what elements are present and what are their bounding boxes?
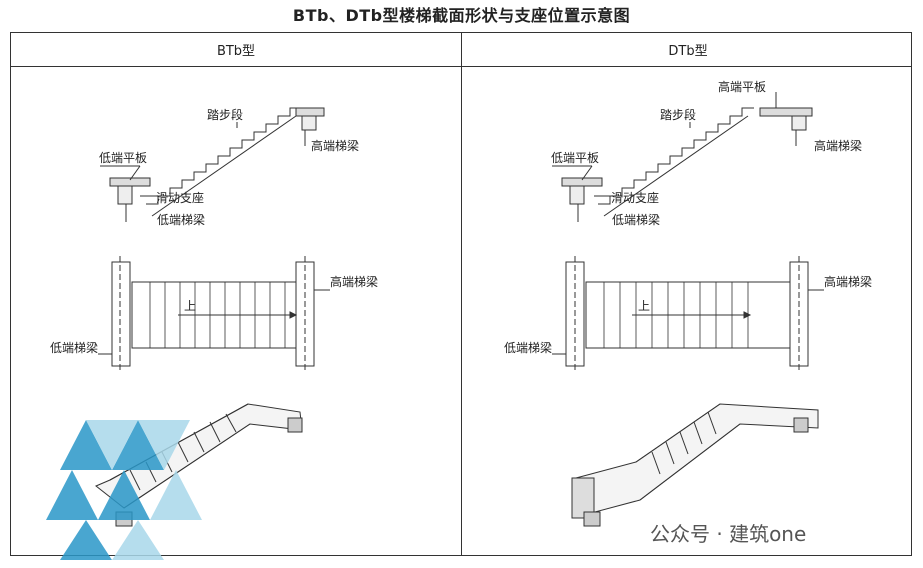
column-divider — [461, 32, 462, 556]
btb-plan-low-beam-label: 低端梯梁 — [50, 340, 98, 355]
dtb-low-platform-label: 低端平板 — [551, 151, 599, 165]
dtb-section-drawing — [552, 92, 813, 222]
btb-plan-drawing — [98, 256, 330, 372]
btb-up-label: 上 — [184, 299, 196, 313]
btb-high-beam-label: 高端梯梁 — [311, 138, 359, 153]
btb-section-drawing — [100, 107, 325, 222]
dtb-sliding-support-label: 滑动支座 — [611, 190, 659, 205]
dtb-high-beam-label: 高端梯梁 — [814, 138, 862, 153]
header-divider — [10, 66, 912, 67]
dtb-plan-low-beam-label: 低端梯梁 — [504, 340, 552, 355]
watermark-logo — [46, 420, 202, 560]
dtb-plan-high-beam-label: 高端梯梁 — [824, 274, 872, 289]
dtb-low-beam-label: 低端梯梁 — [612, 212, 660, 227]
btb-low-platform-label: 低端平板 — [99, 151, 147, 165]
btb-low-beam-label: 低端梯梁 — [157, 212, 205, 227]
dtb-step-segment-label: 踏步段 — [660, 107, 696, 122]
right-column-heading: DTb型 — [668, 44, 708, 59]
dtb-high-platform-label: 高端平板 — [718, 79, 766, 94]
left-column-heading: BTb型 — [216, 44, 256, 59]
figure-title: BTb、DTb型楼梯截面形状与支座位置示意图 — [292, 6, 631, 25]
dtb-plan-drawing — [552, 256, 824, 372]
dtb-up-label: 上 — [638, 299, 650, 313]
dtb-isometric-drawing — [571, 403, 819, 527]
btb-step-segment-label: 踏步段 — [207, 107, 243, 122]
btb-plan-high-beam-label: 高端梯梁 — [330, 274, 378, 289]
btb-sliding-support-label: 滑动支座 — [156, 190, 204, 205]
watermark-text: 公众号 · 建筑one — [650, 522, 807, 546]
